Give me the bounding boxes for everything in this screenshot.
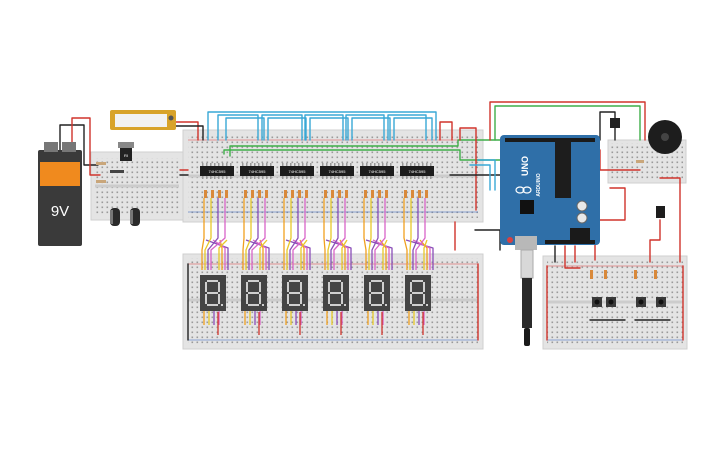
wires — [59, 101, 684, 341]
shift-register-2[interactable]: 74HC595 — [240, 163, 274, 198]
reset-button[interactable] — [507, 237, 513, 243]
arduino-digital-header — [505, 138, 595, 142]
battery-terminal-negative — [44, 142, 58, 152]
seven-segment-display-2[interactable] — [241, 275, 267, 311]
shift-register-label: 74HC595 — [329, 169, 347, 174]
arduino-infinity-logo-icon — [515, 186, 532, 194]
breadboard-small-left — [90, 151, 184, 221]
shift-registers: 74HC595 74HC595 74HC595 74HC595 74HC595 74HC5… — [200, 163, 434, 198]
capacitor-1[interactable] — [110, 208, 120, 226]
small-resistors-left — [96, 162, 124, 183]
button-resistor-1 — [590, 270, 593, 279]
shift-register-3[interactable]: 74HC595 — [280, 163, 314, 198]
capacitor-onboard — [576, 200, 588, 212]
buzzer-transistor[interactable] — [610, 118, 644, 163]
atmega-chip — [555, 140, 571, 198]
capacitor-2[interactable] — [130, 208, 140, 226]
button-resistor-3 — [634, 270, 637, 279]
shift-register-to-display-wires — [201, 198, 434, 335]
shift-register-label: 74HC595 — [409, 169, 427, 174]
shift-register-1[interactable]: 74HC595 — [200, 163, 234, 198]
battery-9v[interactable]: 9V — [38, 142, 82, 246]
battery-label: 9V — [51, 203, 69, 220]
shift-register-6[interactable]: 74HC595 — [400, 163, 434, 198]
usb-chip — [520, 200, 534, 214]
seven-segment-displays — [200, 275, 431, 311]
arduino-uno[interactable]: UNO ARDUINO — [500, 135, 600, 250]
button-resistor-2 — [604, 270, 607, 279]
button-resistor-4 — [654, 270, 657, 279]
pushbutton-1[interactable] — [592, 297, 602, 307]
shift-register-label: 74HC595 — [369, 169, 387, 174]
shift-register-label: 74HC595 — [289, 169, 307, 174]
shift-register-label: 74HC595 — [249, 169, 267, 174]
pushbutton-4[interactable] — [656, 297, 666, 307]
shift-register-label: 74HC595 — [209, 169, 227, 174]
capacitor-onboard-2 — [576, 212, 588, 224]
pushbuttons — [590, 270, 666, 307]
battery-terminal-positive — [62, 142, 76, 152]
arduino-brand-label: ARDUINO — [536, 173, 542, 196]
photo-sensor[interactable] — [656, 206, 665, 218]
shift-register-4[interactable]: 74HC595 — [320, 163, 354, 198]
power-jack — [570, 228, 590, 244]
arduino-model-label: UNO — [520, 156, 530, 176]
usb-cable — [520, 249, 534, 346]
voltage-regulator[interactable]: RI — [118, 142, 134, 161]
shift-register-5[interactable]: 74HC595 — [360, 163, 394, 198]
pushbutton-3[interactable] — [636, 297, 646, 307]
usb-port — [515, 236, 537, 250]
seven-segment-display-3[interactable] — [282, 275, 308, 311]
seven-segment-display-5[interactable] — [364, 275, 390, 311]
seven-segment-display-4[interactable] — [323, 275, 349, 311]
power-supply-module[interactable] — [110, 110, 176, 130]
seven-segment-display-6[interactable] — [405, 275, 431, 311]
pushbutton-2[interactable] — [606, 297, 616, 307]
seven-segment-display-1[interactable] — [200, 275, 226, 311]
regulator-label: RI — [124, 153, 128, 158]
piezo-buzzer-icon[interactable] — [648, 120, 682, 154]
